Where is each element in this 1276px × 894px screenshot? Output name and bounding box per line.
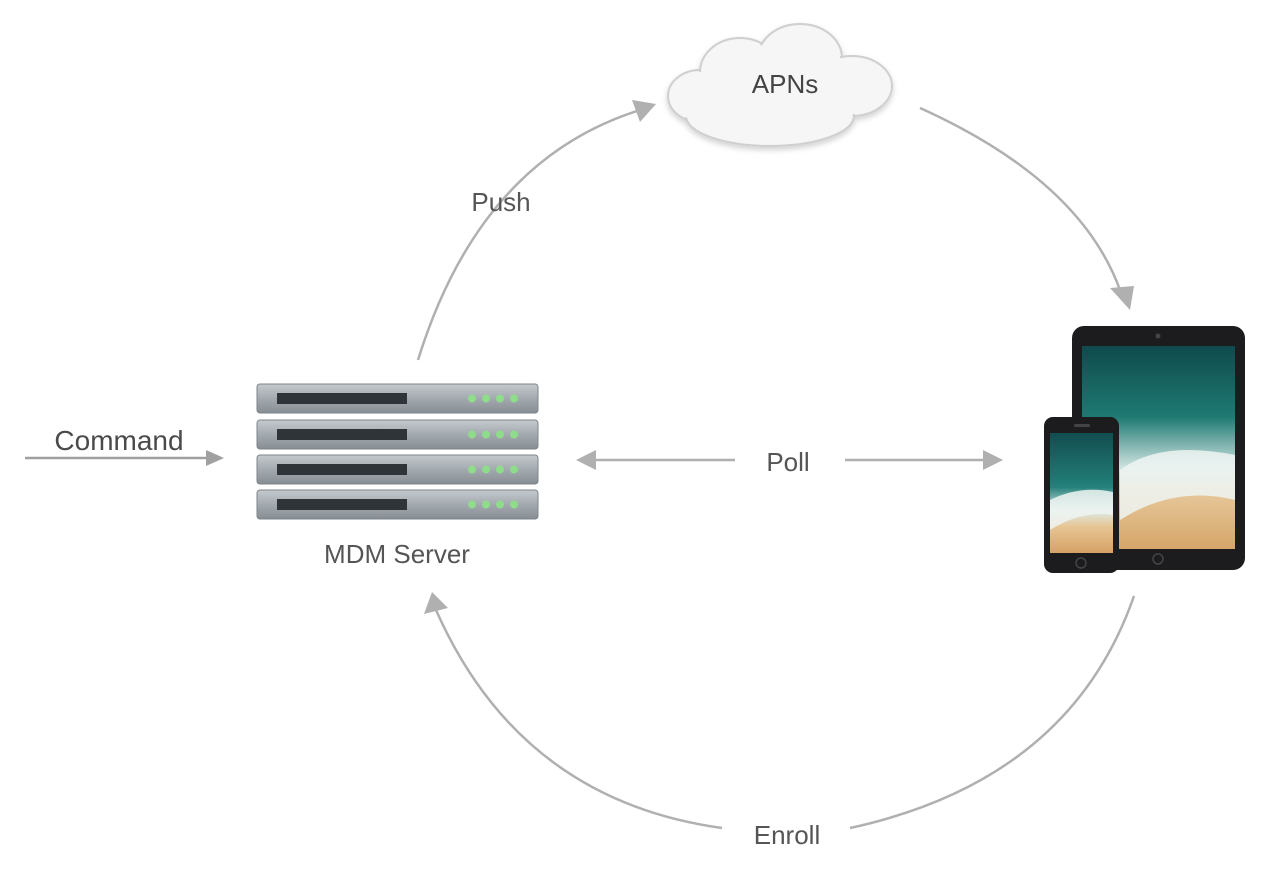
ipad-iphone-devices-icon — [1044, 326, 1245, 573]
enroll-arrow-line-right — [849, 595, 1136, 830]
apns-to-devices-arrow-line — [919, 106, 1122, 291]
push-arrowhead — [632, 100, 656, 122]
enroll-arrowhead — [424, 592, 448, 614]
enroll-label: Enroll — [753, 820, 821, 850]
ipad-icon — [1072, 326, 1245, 570]
server-unit — [256, 489, 539, 520]
mdm-server-label: MDM Server — [324, 539, 470, 569]
server-rack-icon — [256, 383, 539, 520]
push-arrow-line — [416, 108, 641, 361]
push-label: Push — [471, 187, 531, 217]
server-unit — [256, 419, 539, 450]
cloud-icon — [667, 23, 893, 147]
apns-label: APNs — [751, 69, 819, 99]
poll-arrowhead-left — [576, 450, 596, 470]
poll-label: Poll — [766, 447, 810, 477]
enroll-arrow-line-left — [434, 609, 723, 830]
command-label: Command — [54, 425, 184, 456]
server-unit — [256, 383, 539, 414]
apns-to-devices-arrowhead — [1110, 286, 1134, 310]
server-unit — [256, 454, 539, 485]
poll-arrowhead-right — [983, 450, 1003, 470]
command-arrowhead — [206, 450, 224, 466]
iphone-icon — [1044, 417, 1119, 573]
